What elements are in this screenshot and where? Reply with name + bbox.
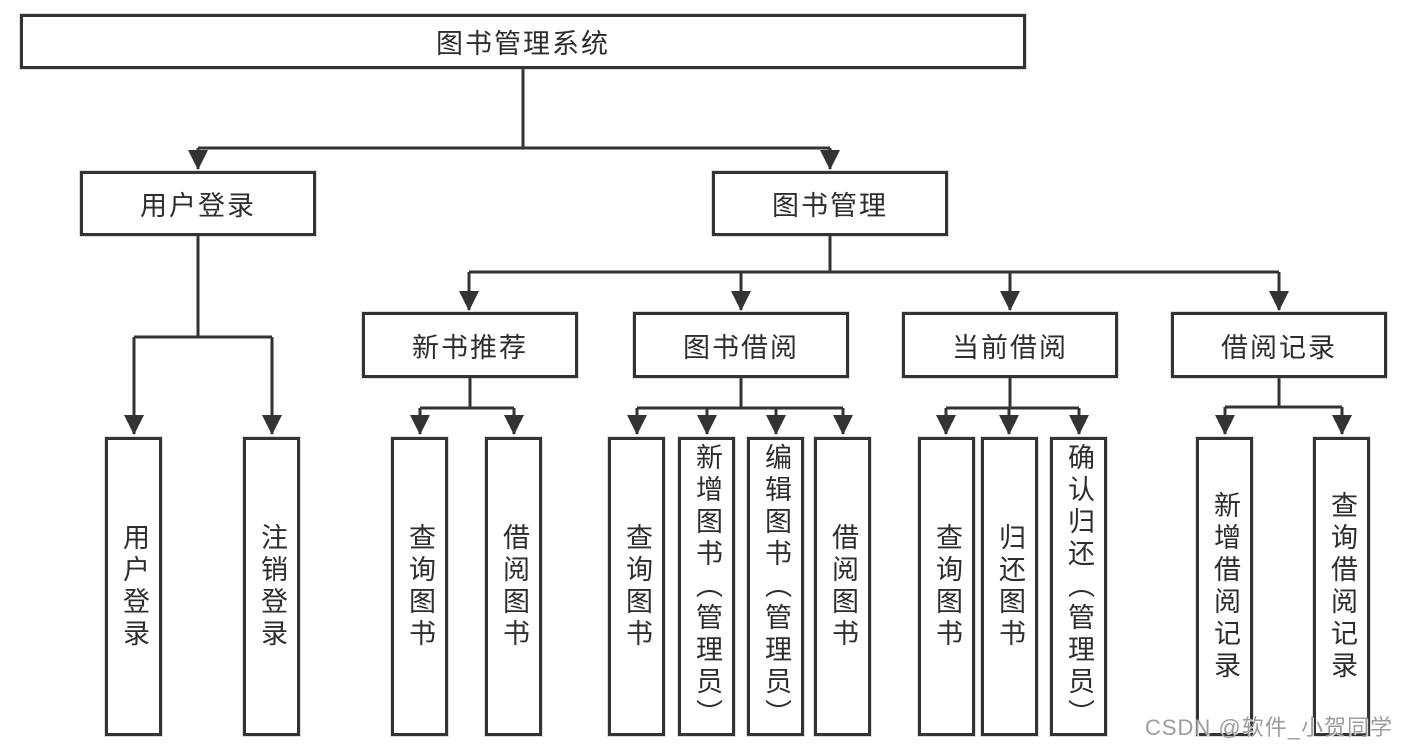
node-book-borrow-label: 图书借阅 [683, 332, 799, 363]
leaf-edit-book-admin-label: 编辑图书（管理员） [761, 442, 791, 731]
leaf-add-book-admin: 新增图书（管理员） [678, 437, 735, 736]
leaf-logout-label: 注销登录 [257, 522, 287, 651]
leaf-query-borrow-record: 查询借阅记录 [1313, 437, 1370, 736]
leaf-query-book-current-label: 查询图书 [932, 522, 962, 651]
leaf-logout: 注销登录 [243, 437, 300, 736]
leaf-borrow-book-recommend: 借阅图书 [485, 437, 542, 736]
edge-user-login-branch [134, 236, 272, 339]
edge-book-borrow-branch [637, 378, 843, 410]
node-new-book-recommend-label: 新书推荐 [412, 332, 528, 363]
leaf-query-book-borrow: 查询图书 [608, 437, 665, 736]
leaf-query-book-recommend-label: 查询图书 [405, 522, 435, 651]
node-new-book-recommend: 新书推荐 [362, 312, 578, 378]
leaf-add-borrow-record: 新增借阅记录 [1196, 437, 1253, 736]
node-user-login-label: 用户登录 [140, 191, 256, 221]
node-current-borrow-label: 当前借阅 [952, 332, 1068, 363]
edge-current-borrow-branch [946, 378, 1079, 410]
csdn-watermark: CSDN @软件_小贺同学 [1144, 715, 1393, 740]
leaf-borrow-book-borrow: 借阅图书 [814, 437, 871, 736]
edge-borrow-records-branch [1225, 378, 1342, 409]
leaf-query-borrow-record-label: 查询借阅记录 [1327, 490, 1357, 683]
leaf-edit-book-admin: 编辑图书（管理员） [747, 437, 804, 736]
node-library-system-label: 图书管理系统 [436, 29, 610, 59]
node-borrow-records-label: 借阅记录 [1221, 332, 1337, 363]
edge-new-rec-branch [420, 378, 514, 410]
leaf-borrow-book-recommend-label: 借阅图书 [499, 522, 529, 651]
edge-book-mgmt-branch [469, 236, 1279, 274]
leaf-query-book-borrow-label: 查询图书 [622, 522, 652, 651]
leaf-confirm-return-admin-label: 确认归还（管理员） [1064, 442, 1094, 731]
node-book-management: 图书管理 [712, 171, 948, 236]
node-book-management-label: 图书管理 [772, 191, 888, 221]
node-library-system: 图书管理系统 [20, 14, 1026, 69]
leaf-add-book-admin-label: 新增图书（管理员） [692, 442, 722, 731]
node-book-borrow: 图书借阅 [633, 312, 849, 378]
leaf-user-login: 用户登录 [105, 437, 162, 736]
leaf-return-book: 归还图书 [981, 437, 1038, 736]
leaf-confirm-return-admin: 确认归还（管理员） [1050, 437, 1107, 736]
node-current-borrow: 当前借阅 [902, 312, 1118, 378]
leaf-query-book-recommend: 查询图书 [391, 437, 448, 736]
node-user-login: 用户登录 [80, 171, 316, 236]
leaf-borrow-book-borrow-label: 借阅图书 [828, 522, 858, 651]
node-borrow-records: 借阅记录 [1171, 312, 1387, 378]
leaf-return-book-label: 归还图书 [995, 522, 1025, 651]
edge-root-branch [198, 69, 830, 150]
leaf-user-login-label: 用户登录 [119, 522, 149, 651]
leaf-query-book-current: 查询图书 [918, 437, 975, 736]
leaf-add-borrow-record-label: 新增借阅记录 [1210, 490, 1240, 683]
